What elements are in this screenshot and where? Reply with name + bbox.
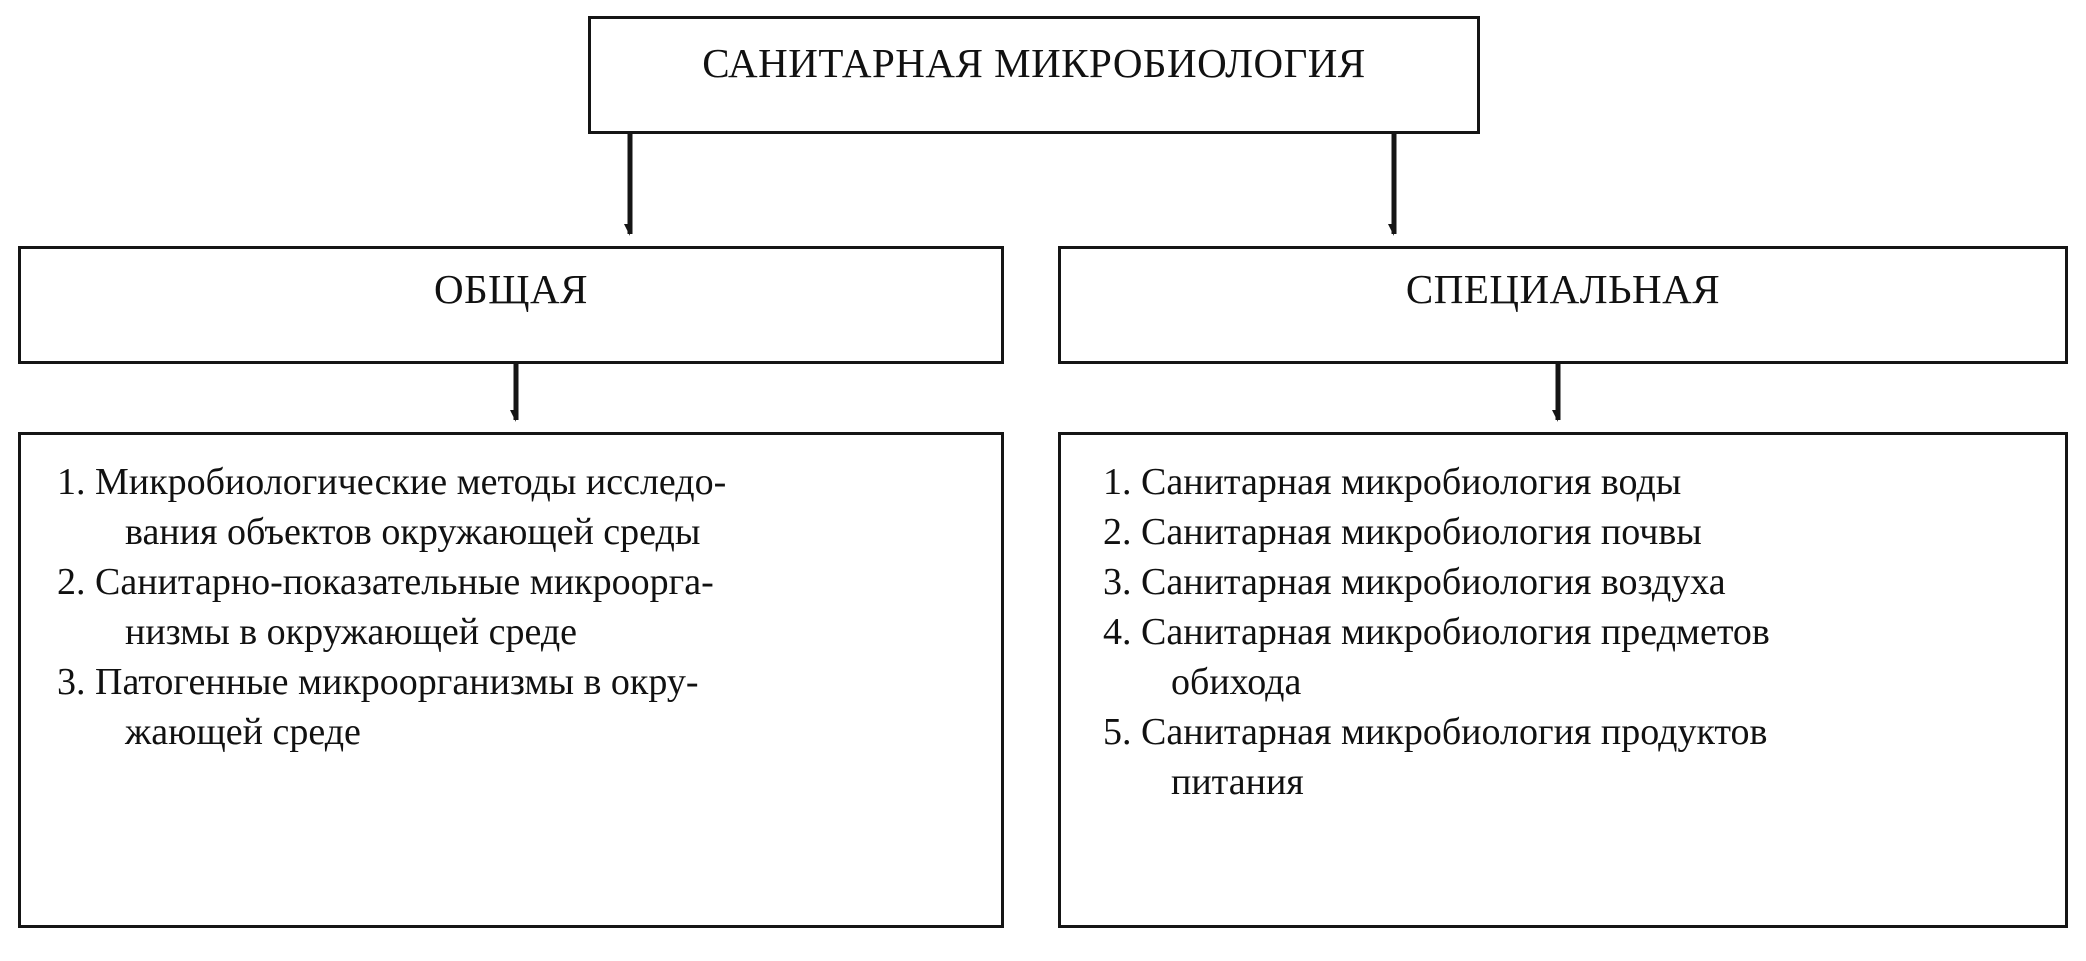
list-item-line: 1. Микробиологические методы исследо- (57, 461, 727, 503)
list-item: 1. Микробиологические методы исследо- ва… (57, 457, 983, 557)
list-item-line: 3. Патогенные микроорганизмы в окру- (57, 661, 699, 703)
list-item: 2. Санитарная микробиология почвы (1103, 507, 2047, 557)
list-item-line: 1. Санитарная микробиология воды (1103, 461, 1682, 503)
special-list-box: 1. Санитарная микробиология воды 2. Сани… (1058, 432, 2068, 928)
root-title-label: САНИТАРНАЯ МИКРОБИОЛОГИЯ (702, 40, 1366, 86)
branch-general-box: ОБЩАЯ (18, 246, 1004, 364)
list-item-line: 2. Санитарно-показательные микроорга- (57, 561, 714, 603)
list-item: 1. Санитарная микробиология воды (1103, 457, 2047, 507)
list-item-line: вания объектов окружающей среды (125, 511, 701, 553)
list-item: 5. Санитарная микробиология продуктов пи… (1103, 707, 2047, 807)
list-item-line: 3. Санитарная микробиология воздуха (1103, 561, 1726, 603)
branch-general-label: ОБЩАЯ (434, 266, 588, 312)
branch-special-label: СПЕЦИАЛЬНАЯ (1405, 266, 1721, 312)
list-item-line: 2. Санитарная микробиология почвы (1103, 511, 1702, 553)
list-item-line: 4. Санитарная микробиология предметов (1103, 611, 1770, 653)
branch-special-box: СПЕЦИАЛЬНАЯ (1058, 246, 2068, 364)
list-item-line: жающей среде (125, 711, 361, 753)
list-item: 3. Патогенные микроорганизмы в окру- жаю… (57, 657, 983, 757)
root-title-box: САНИТАРНАЯ МИКРОБИОЛОГИЯ (588, 16, 1480, 134)
list-item: 4. Санитарная микробиология предметов об… (1103, 607, 2047, 707)
list-item-line: обихода (1171, 661, 1302, 703)
list-item: 3. Санитарная микробиология воздуха (1103, 557, 2047, 607)
list-item-line: питания (1171, 761, 1304, 803)
list-item: 2. Санитарно-показательные микроорга- ни… (57, 557, 983, 657)
general-list-box: 1. Микробиологические методы исследо- ва… (18, 432, 1004, 928)
list-item-line: 5. Санитарная микробиология продуктов (1103, 711, 1768, 753)
list-item-line: низмы в окружающей среде (125, 611, 578, 653)
